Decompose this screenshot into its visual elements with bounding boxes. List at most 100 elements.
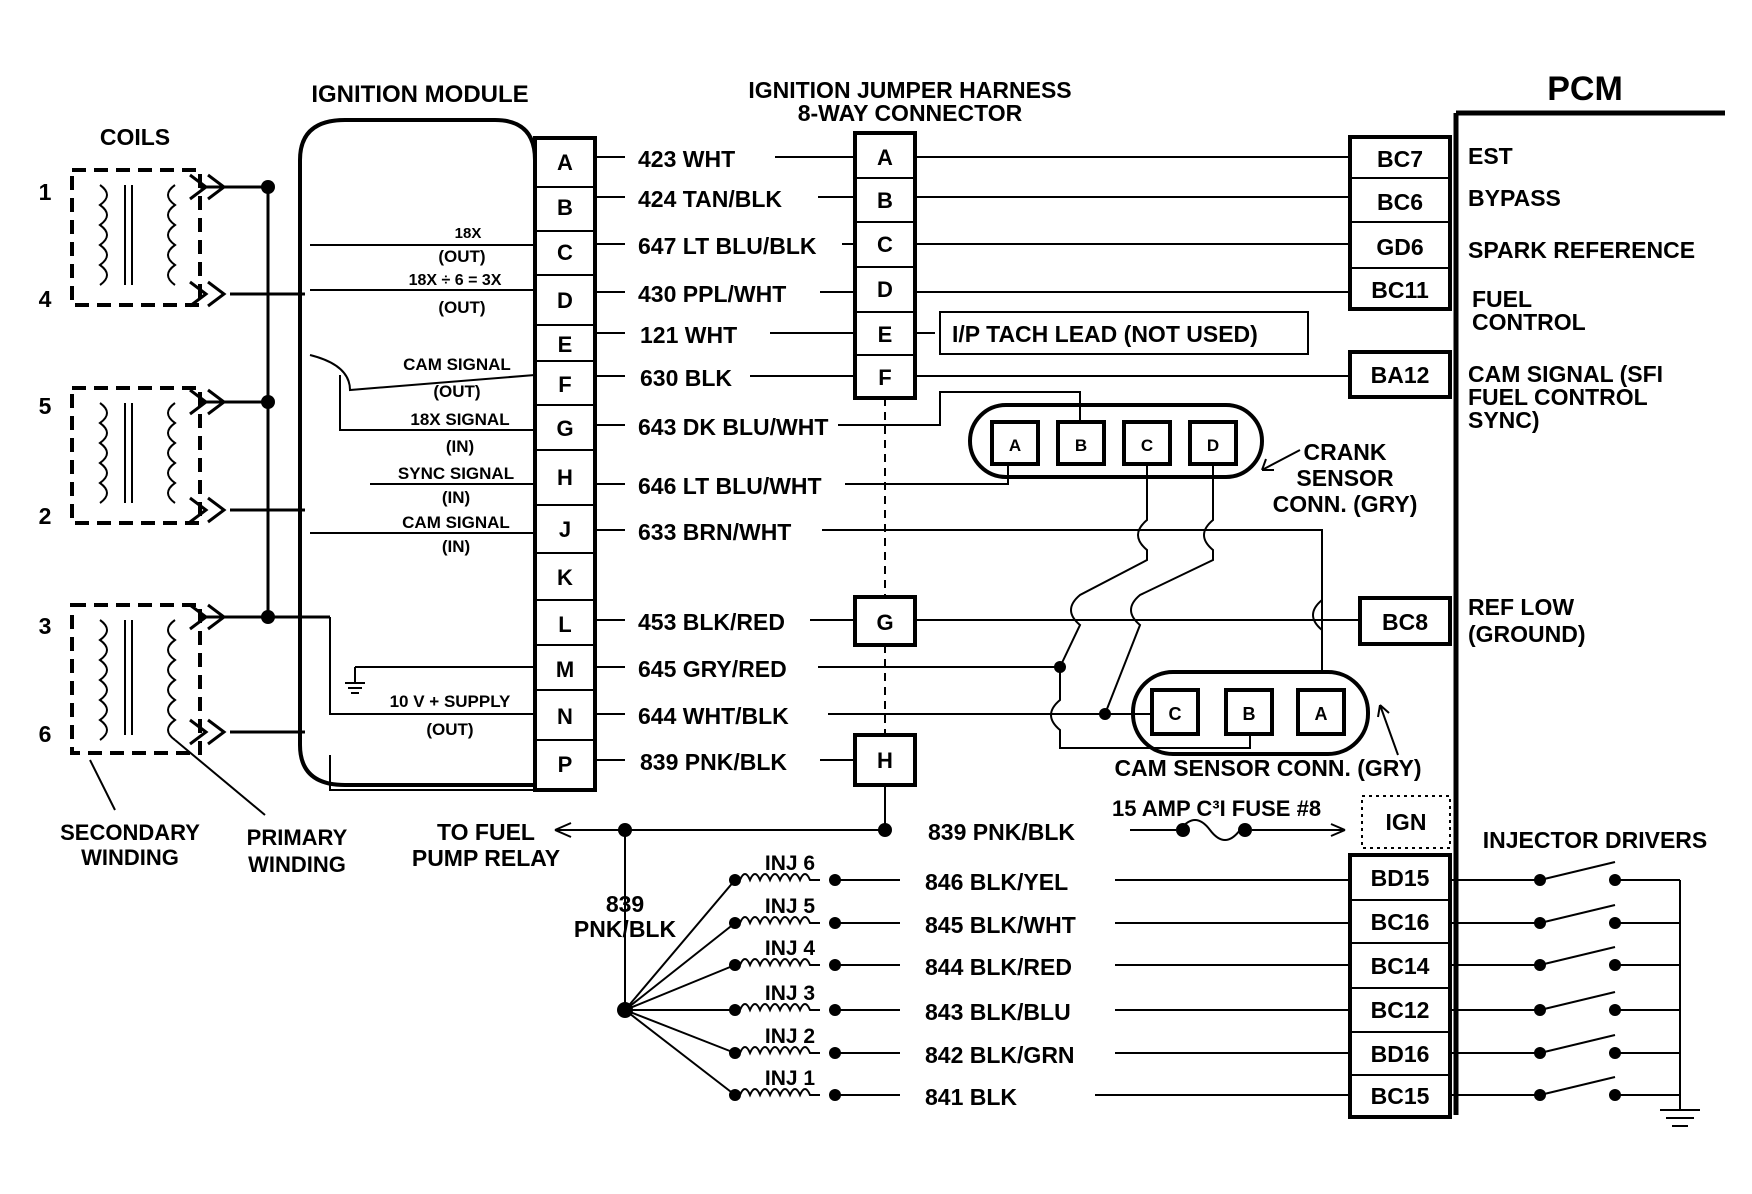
- module-signal-3x: 18X ÷ 6 = 3X: [409, 272, 502, 289]
- winding-pointers: [89, 739, 266, 816]
- fuel-relay-label-1: TO FUEL: [437, 819, 535, 845]
- wire-label-645: 645 GRY/RED: [638, 656, 787, 682]
- module-signal-18x-in-dir: (IN): [446, 437, 474, 456]
- pcm-label-bypass: BYPASS: [1468, 185, 1561, 211]
- module-pin-column: [533, 136, 597, 792]
- crank-pin-a: A: [1009, 436, 1021, 455]
- cam-pin-a: A: [1315, 704, 1328, 724]
- pcm-pin-bd16: BD16: [1371, 1041, 1430, 1067]
- fuel-relay-label-2: PUMP RELAY: [412, 845, 560, 871]
- pcm-pin-bc6: BC6: [1377, 189, 1423, 215]
- pcm-pin-column-upper: [1348, 135, 1452, 646]
- pcm-label-fuel: FUEL: [1472, 286, 1532, 312]
- harness-pin-f: F: [878, 365, 891, 390]
- pcm-pin-bc15: BC15: [1371, 1083, 1430, 1109]
- crank-sensor-connector: [968, 403, 1264, 479]
- injector-drivers-label: INJECTOR DRIVERS: [1483, 827, 1708, 853]
- harness-pin-g: G: [876, 610, 893, 635]
- module-signal-10v-out: (OUT): [426, 720, 473, 739]
- pcm-pin-column-lower: [1348, 853, 1452, 1119]
- injector-label-1: INJ 1: [765, 1067, 816, 1090]
- ignition-module-body: [298, 118, 537, 787]
- injector-label-3: INJ 3: [765, 982, 815, 1005]
- injector-driver-switches: [1450, 861, 1700, 1127]
- harness-title-line1: IGNITION JUMPER HARNESS: [748, 77, 1071, 103]
- module-pin-g: G: [556, 416, 573, 441]
- coil-assemblies: [70, 168, 330, 755]
- injector-circuits: [617, 873, 1350, 1101]
- secondary-winding-label-1: SECONDARY: [60, 820, 200, 845]
- coil-number-1: 1: [39, 179, 52, 205]
- module-signal-cam-in: CAM SIGNAL: [402, 513, 510, 532]
- injector-label-4: INJ 4: [765, 937, 816, 960]
- cam-sensor-label: CAM SENSOR CONN. (GRY): [1114, 755, 1421, 781]
- pcm-pin-bc16: BC16: [1371, 909, 1430, 935]
- harness-pin-c: C: [877, 232, 893, 257]
- wire-label-644: 644 WHT/BLK: [638, 703, 789, 729]
- pcm-pin-bc11: BC11: [1371, 277, 1429, 303]
- wire-label-646: 646 LT BLU/WHT: [638, 473, 822, 499]
- coil-number-4: 4: [39, 286, 52, 312]
- wire-label-430: 430 PPL/WHT: [638, 281, 786, 307]
- pcm-label-fuel-control: FUEL CONTROL: [1468, 384, 1648, 410]
- module-pin-k: K: [557, 565, 573, 590]
- module-to-harness-wires: [595, 156, 1360, 761]
- module-pin-b: B: [557, 195, 573, 220]
- sensor-interconnect-wires: [1050, 464, 1323, 749]
- injector-wire-842: 842 BLK/GRN: [925, 1042, 1075, 1068]
- harness-pin-d: D: [877, 277, 893, 302]
- crank-sensor-label-2: SENSOR: [1296, 465, 1394, 491]
- injector-wire-846: 846 BLK/YEL: [925, 869, 1068, 895]
- power-feed-wiring: [554, 819, 1346, 1010]
- wire-label-423: 423 WHT: [638, 146, 735, 172]
- injector-wire-845: 845 BLK/WHT: [925, 912, 1076, 938]
- cam-sensor-pin-boxes: [1150, 688, 1346, 736]
- harness-pin-a: A: [877, 145, 893, 170]
- pcm-pin-ba12: BA12: [1371, 362, 1430, 388]
- module-pin-j: J: [559, 517, 571, 542]
- ign-label: IGN: [1386, 809, 1427, 835]
- crank-pin-c: C: [1141, 436, 1153, 455]
- module-pin-d: D: [557, 288, 573, 313]
- module-pin-h: H: [557, 465, 573, 490]
- harness-pin-e: E: [878, 322, 893, 347]
- coil-number-2: 2: [39, 503, 52, 529]
- module-signal-3x-out: (OUT): [438, 298, 485, 317]
- coil-number-6: 6: [39, 721, 52, 747]
- injector-label-6: INJ 6: [765, 852, 815, 875]
- wire-label-630: 630 BLK: [640, 365, 732, 391]
- splice-label-2: PNK/BLK: [574, 916, 677, 942]
- crank-pin-d: D: [1207, 436, 1219, 455]
- pcm-pin-bc12: BC12: [1371, 997, 1430, 1023]
- module-signal-sync-in: SYNC SIGNAL: [398, 464, 514, 483]
- crank-pin-b: B: [1075, 436, 1087, 455]
- module-signal-10v-supply: 10 V + SUPPLY: [390, 692, 511, 711]
- pcm-label-spark-reference: SPARK REFERENCE: [1468, 237, 1695, 263]
- wire-label-647: 647 LT BLU/BLK: [638, 233, 817, 259]
- ignition-module-title: IGNITION MODULE: [311, 81, 528, 108]
- primary-winding-label-1: PRIMARY: [247, 825, 348, 850]
- coils-title: COILS: [100, 124, 170, 150]
- injector-label-2: INJ 2: [765, 1025, 815, 1048]
- wire-label-121: 121 WHT: [640, 322, 737, 348]
- module-pin-e: E: [558, 332, 573, 357]
- injector-wire-843: 843 BLK/BLU: [925, 999, 1071, 1025]
- cam-sensor-pointer: [1377, 704, 1399, 756]
- injector-wire-844: 844 BLK/RED: [925, 954, 1072, 980]
- tach-lead-label: I/P TACH LEAD (NOT USED): [952, 321, 1258, 347]
- module-pin-p: P: [558, 752, 573, 777]
- tach-lead-box: [939, 311, 1309, 355]
- pcm-label-sync: SYNC): [1468, 407, 1540, 433]
- harness-pin-b: B: [877, 188, 893, 213]
- pcm-pin-bd15: BD15: [1371, 865, 1430, 891]
- module-pin-m: M: [556, 657, 574, 682]
- wire-label-633: 633 BRN/WHT: [638, 519, 791, 545]
- pcm-pin-bc8: BC8: [1382, 609, 1428, 635]
- module-signal-cam-in-dir: (IN): [442, 537, 470, 556]
- pcm-title: PCM: [1547, 70, 1623, 108]
- module-signal-18x-out: (OUT): [438, 247, 485, 266]
- pcm-label-ground: (GROUND): [1468, 621, 1586, 647]
- crank-sensor-pointer: [1261, 449, 1301, 471]
- crank-sensor-pin-boxes: [990, 420, 1238, 466]
